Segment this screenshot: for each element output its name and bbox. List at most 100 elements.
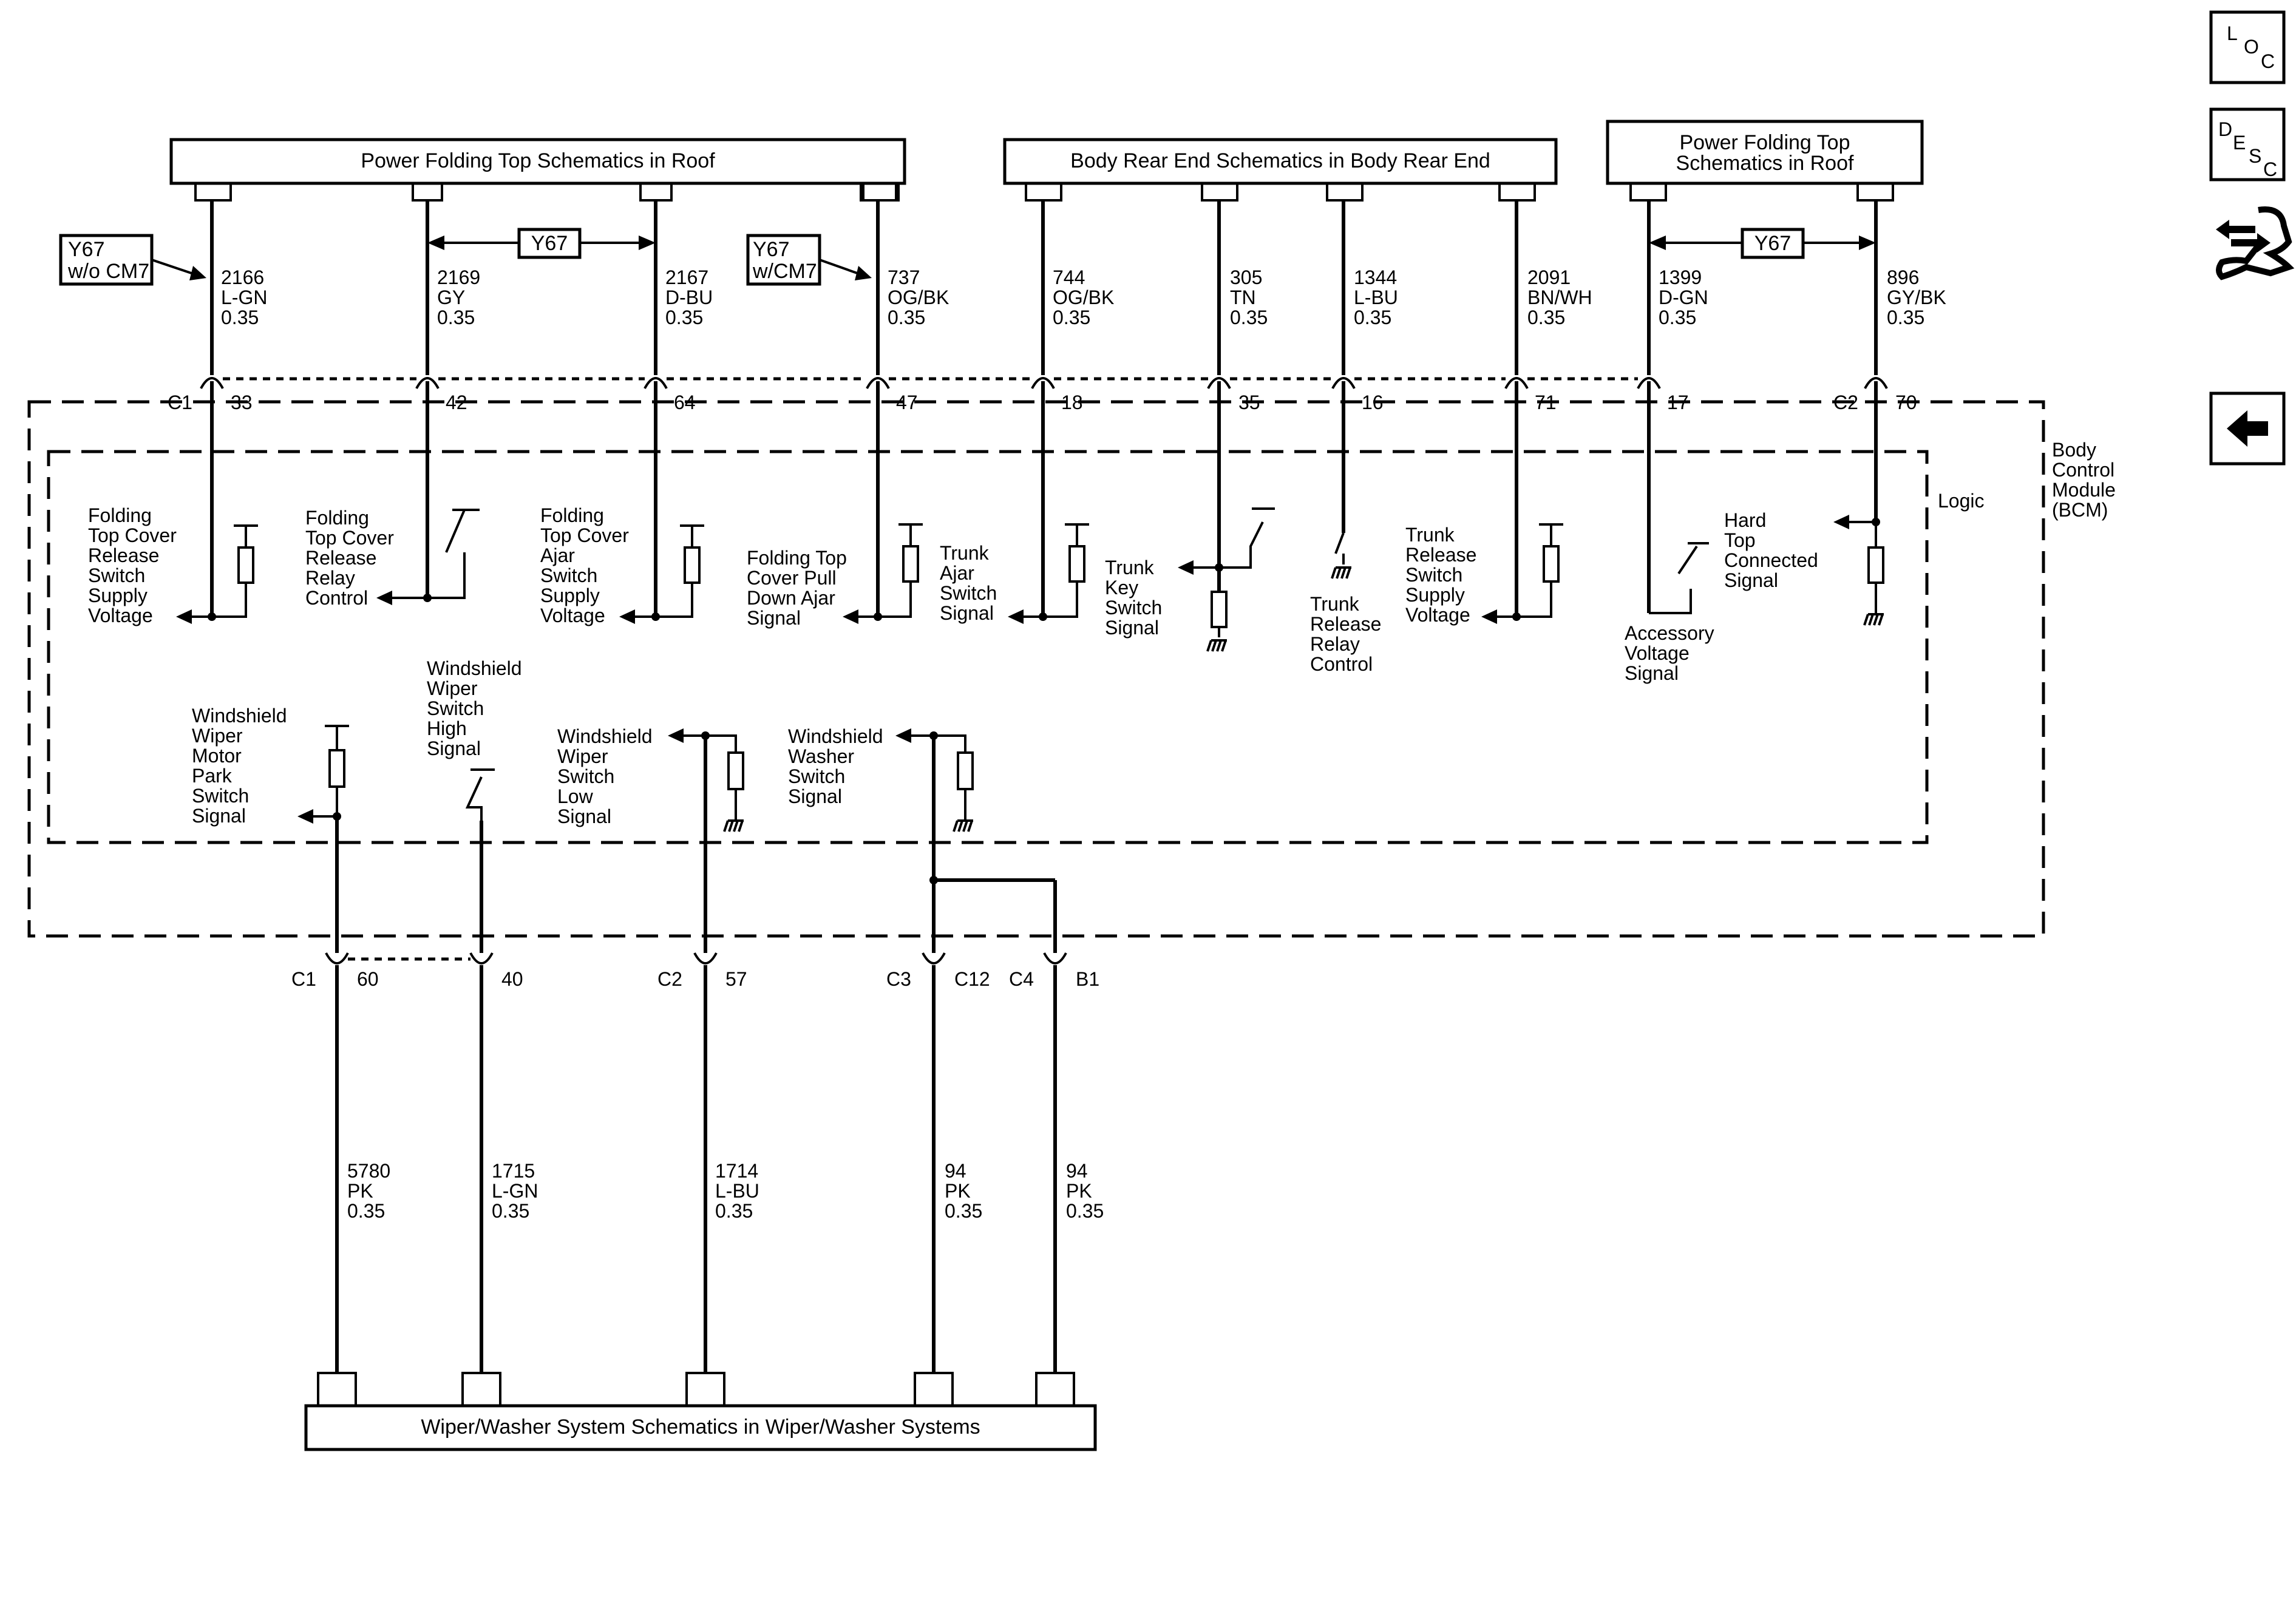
svg-text:OG/BK: OG/BK xyxy=(1053,286,1114,308)
svg-text:Connected: Connected xyxy=(1724,549,1818,571)
header-power-folding-top[interactable]: Power Folding Top Schematics in Roof xyxy=(169,138,906,185)
bottom-connector-stubs xyxy=(317,1372,1075,1406)
svg-text:Body: Body xyxy=(2052,439,2096,461)
wire-label-737: 737 OG/BK 0.35 xyxy=(888,266,949,328)
svg-text:Top Cover: Top Cover xyxy=(88,524,177,546)
svg-text:Signal: Signal xyxy=(788,785,842,807)
svg-text:Folding: Folding xyxy=(305,507,369,529)
svg-text:BN/WH: BN/WH xyxy=(1527,286,1592,308)
svg-text:TN: TN xyxy=(1230,286,1256,308)
header-body-rear-end-label: Body Rear End Schematics in Body Rear En… xyxy=(1070,149,1490,172)
svg-text:0.35: 0.35 xyxy=(492,1200,529,1222)
svg-text:0.35: 0.35 xyxy=(945,1200,982,1222)
svg-text:0.35: 0.35 xyxy=(437,307,475,328)
svg-text:0.35: 0.35 xyxy=(1230,307,1268,328)
top-connector-pins: C1 C2 33 42 64 47 18 35 16 71 17 70 xyxy=(168,377,1917,413)
option-y67-b: Y67 xyxy=(1649,228,1876,259)
svg-text:Y67: Y67 xyxy=(531,232,568,255)
svg-text:Voltage: Voltage xyxy=(88,605,153,626)
svg-text:0.35: 0.35 xyxy=(1354,307,1391,328)
svg-text:0.35: 0.35 xyxy=(221,307,259,328)
svg-text:94: 94 xyxy=(1066,1160,1088,1182)
svg-text:Release: Release xyxy=(1310,613,1381,635)
svg-text:Switch: Switch xyxy=(788,765,845,787)
svg-text:Ajar: Ajar xyxy=(940,562,974,584)
svg-text:B1: B1 xyxy=(1076,968,1099,990)
wire-label-305: 305 TN 0.35 xyxy=(1230,266,1268,328)
service-tool-icon[interactable] xyxy=(2216,206,2295,280)
svg-text:Motor: Motor xyxy=(192,745,242,767)
svg-text:OG/BK: OG/BK xyxy=(888,286,949,308)
svg-text:PK: PK xyxy=(945,1180,971,1202)
svg-text:0.35: 0.35 xyxy=(1053,307,1090,328)
bcm-label: Body Control Module (BCM) xyxy=(2052,439,2116,521)
svg-text:94: 94 xyxy=(945,1160,966,1182)
wire-label-2166: 2166 L-GN 0.35 xyxy=(221,266,267,328)
svg-text:Voltage: Voltage xyxy=(540,605,605,626)
svg-text:1714: 1714 xyxy=(715,1160,758,1182)
header-body-rear-end[interactable]: Body Rear End Schematics in Body Rear En… xyxy=(1003,138,1558,185)
wire-label-1399: 1399 D-GN 0.35 xyxy=(1659,266,1708,328)
svg-text:Signal: Signal xyxy=(1724,569,1778,591)
loc-nav-button[interactable]: L O C xyxy=(2209,10,2286,84)
svg-text:PK: PK xyxy=(1066,1180,1092,1202)
svg-text:Folding: Folding xyxy=(540,504,604,526)
svg-text:Y67: Y67 xyxy=(68,238,105,261)
svg-text:(BCM): (BCM) xyxy=(2052,499,2108,521)
svg-text:Hard: Hard xyxy=(1724,509,1766,531)
desc-nav-button[interactable]: D E S C xyxy=(2209,107,2286,181)
svg-text:L-GN: L-GN xyxy=(492,1180,538,1202)
svg-text:Trunk: Trunk xyxy=(1405,524,1455,546)
header-connector-stubs xyxy=(194,183,1894,202)
header-power-folding-top-2[interactable]: Power Folding Top Schematics in Roof xyxy=(1606,120,1924,185)
svg-text:Switch: Switch xyxy=(1105,597,1162,619)
svg-text:Trunk: Trunk xyxy=(1105,557,1155,578)
svg-text:744: 744 xyxy=(1053,266,1085,288)
footer-wiper-washer-system[interactable]: Wiper/Washer System Schematics in Wiper/… xyxy=(304,1404,1097,1451)
svg-text:w/CM7: w/CM7 xyxy=(752,260,817,283)
svg-text:Supply: Supply xyxy=(88,585,148,606)
svg-text:Down Ajar: Down Ajar xyxy=(747,587,835,609)
svg-text:Windshield: Windshield xyxy=(557,725,653,747)
svg-text:Washer: Washer xyxy=(788,745,854,767)
svg-text:Accessory: Accessory xyxy=(1625,622,1714,644)
svg-text:40: 40 xyxy=(501,968,523,990)
svg-text:2166: 2166 xyxy=(221,266,264,288)
wire-label-744: 744 OG/BK 0.35 xyxy=(1053,266,1114,328)
svg-text:Y67: Y67 xyxy=(753,238,790,261)
svg-text:305: 305 xyxy=(1230,266,1262,288)
svg-text:Folding: Folding xyxy=(88,504,152,526)
svg-text:Top Cover: Top Cover xyxy=(540,524,629,546)
svg-text:L-BU: L-BU xyxy=(715,1180,759,1202)
svg-text:Switch: Switch xyxy=(557,765,614,787)
back-arrow-button[interactable] xyxy=(2209,392,2286,466)
svg-text:Ajar: Ajar xyxy=(540,544,575,566)
bcm-boundary xyxy=(27,400,2045,938)
svg-text:High: High xyxy=(427,717,467,739)
svg-text:Folding Top: Folding Top xyxy=(747,547,847,569)
footer-wiper-washer-label: Wiper/Washer System Schematics in Wiper/… xyxy=(421,1415,980,1439)
svg-text:Module: Module xyxy=(2052,479,2116,501)
svg-text:2167: 2167 xyxy=(665,266,708,288)
svg-text:Control: Control xyxy=(2052,459,2114,481)
svg-text:0.35: 0.35 xyxy=(888,307,925,328)
bottom-connector-pins: C1 60 40 C2 57 C3 C12 C4 B1 xyxy=(291,952,1099,990)
svg-text:60: 60 xyxy=(357,968,379,990)
svg-text:PK: PK xyxy=(347,1180,373,1202)
svg-text:2091: 2091 xyxy=(1527,266,1571,288)
svg-text:C12: C12 xyxy=(954,968,990,990)
svg-text:w/o CM7: w/o CM7 xyxy=(67,260,149,283)
svg-text:S: S xyxy=(2249,145,2261,167)
svg-text:Signal: Signal xyxy=(1625,662,1679,684)
svg-text:Signal: Signal xyxy=(192,805,246,827)
svg-text:Signal: Signal xyxy=(747,607,801,629)
svg-text:C1: C1 xyxy=(291,968,316,990)
